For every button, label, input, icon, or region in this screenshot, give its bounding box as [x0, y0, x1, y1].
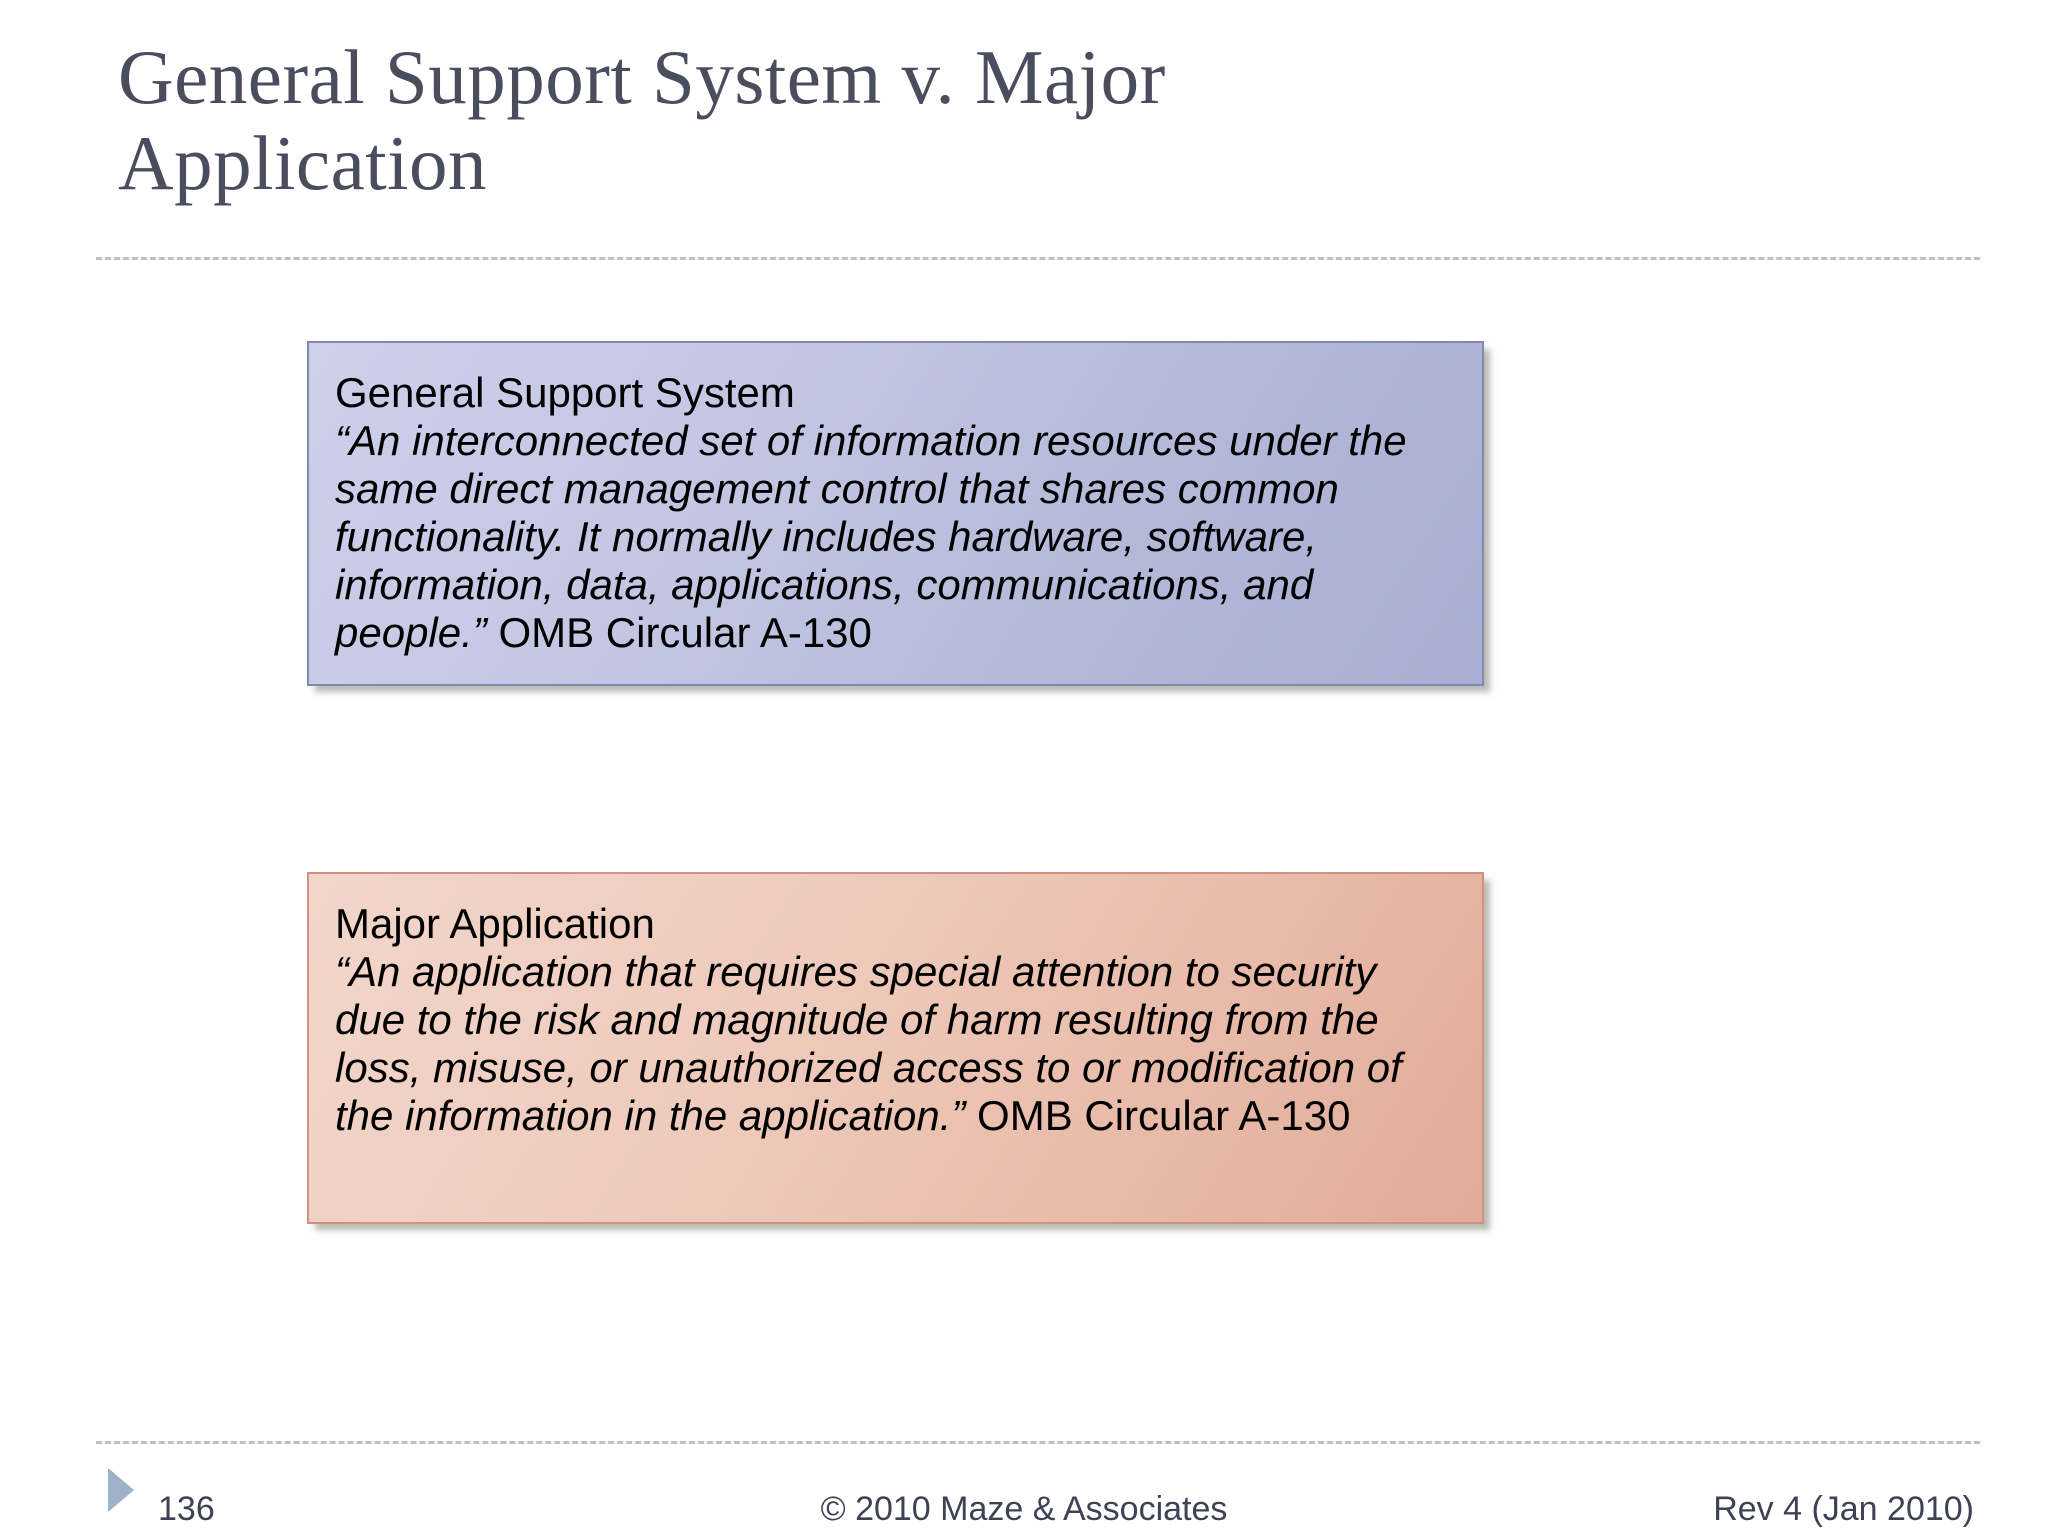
page-number: 136: [158, 1490, 215, 1528]
page-title: General Support System v. Major Applicat…: [118, 34, 1166, 207]
slide-footer: 136 © 2010 Maze & Associates Rev 4 (Jan …: [0, 1458, 2048, 1536]
callout-body-ma: Major Application“An application that re…: [335, 900, 1448, 1140]
revision-label: Rev 4 (Jan 2010): [1713, 1490, 1974, 1528]
copyright-notice: © 2010 Maze & Associates: [820, 1490, 1228, 1528]
callout-major-application: Major Application“An application that re…: [307, 872, 1484, 1224]
title-block: General Support System v. Major Applicat…: [118, 34, 1638, 206]
footer-divider: [96, 1441, 1980, 1444]
callout-body-gss: General Support System“An interconnected…: [335, 369, 1448, 657]
callout-quote-gss: “An interconnected set of information re…: [335, 417, 1407, 657]
title-divider: [96, 257, 1980, 260]
callout-general-support-system: General Support System“An interconnected…: [307, 341, 1484, 686]
callout-citation-ma: OMB Circular A-130: [965, 1092, 1351, 1140]
triangle-marker-icon: [108, 1468, 134, 1512]
callout-citation-gss: OMB Circular A-130: [486, 609, 872, 657]
callout-quote-ma: “An application that requires special at…: [335, 948, 1402, 1140]
callout-heading-ma: Major Application: [335, 900, 655, 947]
callout-heading-gss: General Support System: [335, 369, 795, 416]
